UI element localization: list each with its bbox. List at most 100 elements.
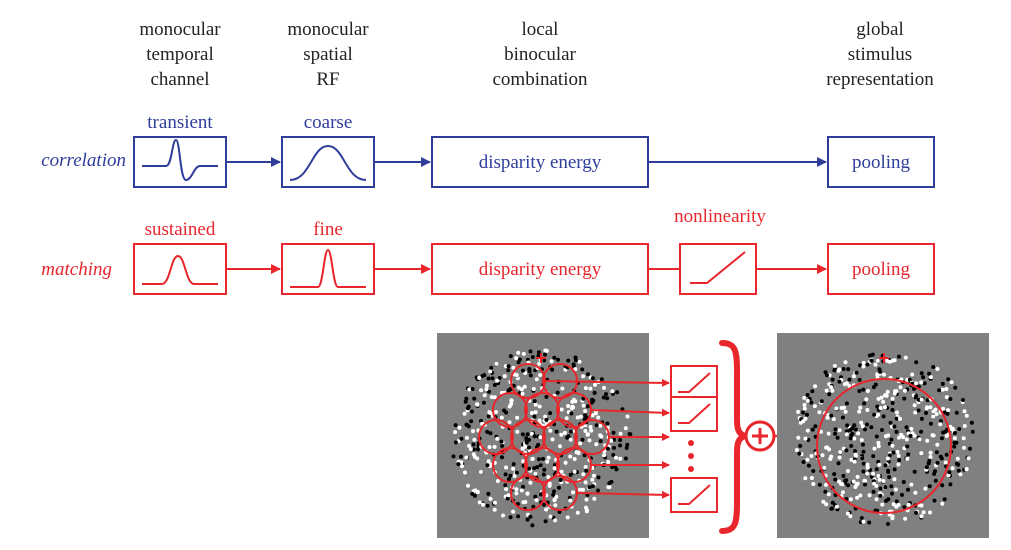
stimulus-dot	[919, 416, 924, 421]
stimulus-dot	[846, 483, 850, 488]
stimulus-dot	[523, 500, 528, 504]
stimulus-dot	[460, 464, 464, 469]
stimulus-dot	[547, 481, 552, 486]
stimulus-dot	[588, 386, 593, 391]
stimulus-dot	[468, 447, 473, 452]
stimulus-dot	[909, 482, 914, 487]
receptive-field-circle	[492, 447, 528, 483]
stimulus-dot	[459, 454, 463, 459]
stimulus-dot	[865, 422, 869, 427]
stimulus-dot	[848, 497, 853, 502]
stimulus-dot	[905, 444, 910, 449]
stimulus-dot	[813, 384, 818, 389]
stimulus-dot	[532, 466, 537, 471]
stimulus-dot	[948, 397, 953, 401]
stimulus-dot	[843, 409, 848, 414]
stimulus-dot	[919, 451, 924, 456]
stimulus-dot	[912, 403, 917, 408]
stimulus-dot	[520, 391, 525, 396]
stimulus-dot	[886, 469, 891, 474]
stimulus-dot	[892, 477, 897, 482]
stimulus-dot	[805, 412, 809, 417]
stimulus-dot	[843, 360, 848, 365]
stimulus-dot	[876, 473, 881, 478]
stimulus-dot	[536, 457, 541, 462]
stimulus-dot	[527, 445, 532, 450]
stimulus-dot	[527, 369, 532, 374]
stimulus-dot	[522, 384, 527, 389]
stimulus-dot	[853, 485, 858, 489]
stimulus-dot	[544, 417, 549, 422]
stimulus-dot	[488, 496, 493, 501]
stimulus-dot	[568, 437, 573, 442]
stimulus-dot	[952, 431, 957, 435]
stimulus-dot	[836, 461, 841, 466]
stimulus-dot	[477, 500, 482, 505]
stimulus-dot	[851, 374, 856, 379]
stimulus-dot	[962, 424, 967, 428]
stimulus-dot	[527, 466, 531, 471]
header-line: local	[522, 19, 559, 40]
header-line: binocular	[504, 44, 576, 65]
stimulus-dot	[583, 409, 588, 414]
stimulus-dot	[590, 397, 595, 402]
stimulus-dot	[853, 427, 858, 432]
stimulus-dot	[919, 514, 924, 519]
stimulus-dot	[909, 426, 914, 431]
stimulus-dot	[492, 507, 497, 512]
stimulus-dot	[942, 497, 947, 502]
stimulus-dot	[475, 402, 480, 407]
stimulus-dot	[839, 406, 844, 410]
stimulus-dot	[865, 389, 870, 393]
stimulus-dot	[541, 472, 546, 477]
stimulus-dot	[863, 482, 867, 487]
stimulus-dot	[837, 455, 842, 460]
header-line: spatial	[303, 44, 353, 65]
stimulus-dot	[883, 463, 888, 468]
stimulus-dot	[534, 377, 539, 382]
stimulus-dot	[494, 361, 499, 366]
stimulus-dot	[940, 436, 944, 441]
stimulus-dot	[472, 493, 477, 498]
stimulus-dot	[533, 471, 538, 476]
stimulus-dot	[559, 407, 564, 412]
stimulus-dot	[966, 456, 971, 461]
stimulus-dot	[874, 467, 879, 472]
stimulus-dot	[858, 363, 863, 368]
stimulus-dot	[592, 473, 596, 478]
stimulus-dot	[580, 367, 585, 372]
temporal-box-correlation	[133, 136, 227, 188]
stimulus-dot	[568, 472, 573, 477]
stimulus-dot	[569, 411, 574, 416]
stimulus-dot	[546, 475, 551, 480]
stimulus-dot	[625, 414, 630, 419]
disparity-energy-label: disparity energy	[479, 152, 602, 173]
stimulus-dot	[844, 429, 849, 434]
stimulus-dot	[882, 372, 886, 377]
stimulus-dot	[935, 442, 940, 447]
stimulus-dot	[578, 441, 583, 446]
stimulus-dot	[544, 348, 549, 353]
stimulus-dot	[802, 402, 807, 407]
stimulus-dot	[512, 474, 517, 479]
stimulus-dot	[852, 436, 857, 441]
stimulus-dot	[472, 396, 477, 401]
stimulus-dot	[533, 402, 538, 407]
temporal-label-sustained: sustained	[145, 219, 216, 240]
stimulus-dot	[947, 470, 952, 475]
stimulus-dot	[486, 459, 491, 464]
stimulus-dot	[865, 408, 870, 412]
stimulus-dot	[598, 433, 603, 438]
stimulus-dot	[515, 415, 520, 420]
stimulus-dot	[514, 373, 519, 378]
stimulus-dot	[557, 485, 561, 490]
stimulus-dot	[602, 453, 607, 458]
stimulus-dot	[590, 413, 595, 418]
stimulus-dot	[516, 350, 521, 355]
stimulus-dot	[840, 415, 845, 420]
stimulus-dot	[838, 450, 843, 455]
broad-gaussian-icon	[289, 144, 367, 181]
stimulus-dot	[890, 443, 895, 448]
stimulus-dot	[536, 350, 541, 355]
stimulus-dot	[605, 421, 610, 426]
